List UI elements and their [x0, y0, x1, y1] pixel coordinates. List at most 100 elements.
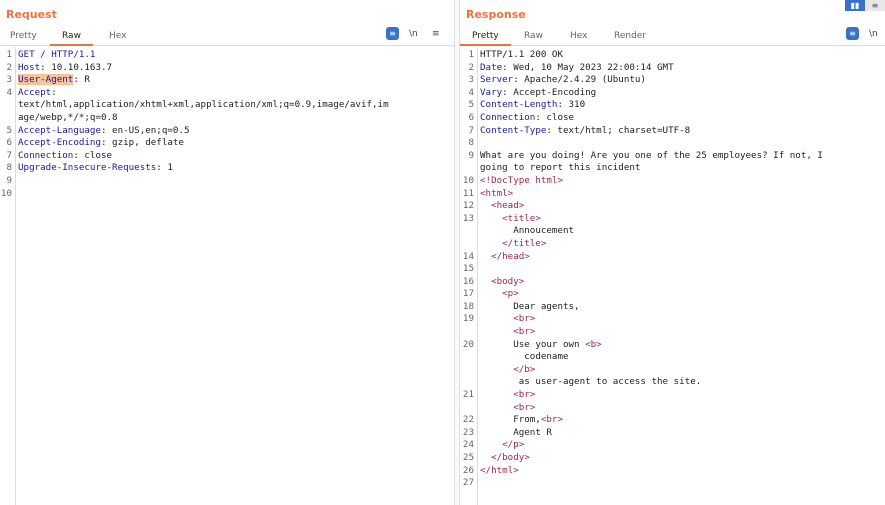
response-header-name: Server — [480, 74, 514, 86]
request-header-value: : en-US,en;q=0.5 — [100, 124, 190, 136]
response-tab-raw[interactable]: Raw — [524, 31, 543, 41]
response-line-number — [460, 364, 474, 377]
response-code-line: What are you doing! Are you one of the 2… — [480, 150, 823, 163]
response-tab-pretty[interactable]: Pretty — [460, 30, 511, 46]
response-header-name: Connection — [480, 111, 536, 123]
response-line-number: 5 — [468, 99, 474, 111]
response-code-line: </body> — [480, 452, 823, 465]
request-code-line: Accept: — [18, 87, 389, 100]
response-header-name: Content-Type — [480, 124, 547, 136]
response-text: as user-agent to access the site. — [480, 376, 702, 388]
request-tab-raw[interactable]: Raw — [50, 30, 93, 46]
response-line-number: 11 — [462, 187, 474, 199]
response-line-number: 20 — [462, 338, 474, 350]
request-line-number: 4 — [6, 86, 12, 98]
response-line-number — [460, 238, 474, 251]
response-code-line: <body> — [480, 276, 823, 289]
request-header-name: Accept — [18, 86, 52, 98]
response-code-line: <br> — [480, 326, 823, 339]
response-code-line — [480, 263, 823, 276]
request-line-number: 5 — [6, 124, 12, 136]
response-code-line: Content-Length: 310 — [480, 99, 823, 112]
request-code-line: Upgrade-Insecure-Requests: 1 — [18, 162, 389, 175]
request-line-number: 2 — [6, 61, 12, 73]
response-code-line: </head> — [480, 251, 823, 264]
html-tag: <head> — [480, 200, 525, 212]
request-header-value: age/webp,*/*;q=0.8 — [18, 111, 118, 123]
response-line-number: 21 — [462, 389, 474, 401]
request-tab-hex[interactable]: Hex — [109, 31, 127, 41]
request-header-name: Connection — [18, 149, 74, 161]
request-code-line: text/html,application/xhtml+xml,applicat… — [18, 99, 389, 112]
html-tag: </html> — [480, 464, 519, 476]
request-code-line: Accept-Language: en-US,en;q=0.5 — [18, 125, 389, 138]
list-layout-icon[interactable]: ≡ — [865, 0, 885, 11]
html-text: From, — [480, 414, 541, 426]
request-tab-pretty[interactable]: Pretty — [10, 31, 37, 41]
split-layout-icon[interactable]: ▮▮ — [845, 0, 865, 11]
response-header-name: Date — [480, 61, 503, 73]
request-line-number: 10 — [0, 187, 12, 199]
response-line-number: 3 — [468, 74, 474, 86]
pane-divider[interactable] — [454, 0, 460, 505]
response-tab-hex[interactable]: Hex — [570, 31, 588, 41]
response-code-line: Use your own <b> — [480, 339, 823, 352]
response-line-number: 14 — [462, 250, 474, 262]
response-code-line: <head> — [480, 200, 823, 213]
html-tag: <br> — [480, 313, 536, 325]
request-header-name: GET / HTTP/1.1 — [18, 49, 96, 60]
html-tag: <p> — [480, 288, 519, 300]
request-code-line: GET / HTTP/1.1 — [18, 49, 389, 62]
request-header-name: User-Agent — [18, 74, 74, 86]
html-tag: <b> — [585, 338, 602, 350]
request-header-value: : R — [73, 74, 90, 86]
response-line-number — [460, 402, 474, 415]
html-tag: <html> — [480, 187, 514, 199]
response-code-line: Dear agents, — [480, 301, 823, 314]
html-tag: <body> — [480, 275, 525, 287]
layout-toggle: ▮▮ ≡ — [845, 0, 885, 11]
request-header-value: : 1 — [156, 162, 173, 174]
response-text: going to report this incident — [480, 162, 641, 174]
response-header-value: : Apache/2.4.29 (Ubuntu) — [513, 74, 646, 86]
response-text: Agent R — [480, 426, 552, 438]
response-code-line: Date: Wed, 10 May 2023 22:00:14 GMT — [480, 62, 823, 75]
request-menu-icon[interactable]: ≡ — [432, 29, 440, 39]
response-code-line: Connection: close — [480, 112, 823, 125]
response-line-number — [460, 326, 474, 339]
request-code-line — [18, 188, 389, 201]
request-header-name: Host — [18, 61, 41, 73]
response-newline-toggle[interactable]: \n — [869, 29, 878, 39]
request-header-name: Accept-Encoding — [18, 137, 101, 149]
request-code-line: Host: 10.10.163.7 — [18, 62, 389, 75]
request-line-number — [0, 99, 12, 112]
html-tag: </b> — [480, 363, 536, 375]
html-tag: </head> — [480, 250, 530, 262]
request-newline-toggle[interactable]: \n — [409, 29, 418, 39]
request-line-number: 3 — [6, 74, 12, 86]
request-line-number: 8 — [6, 162, 12, 174]
response-code-line: going to report this incident — [480, 162, 823, 175]
response-tab-render[interactable]: Render — [614, 31, 647, 41]
response-code-line: Agent R — [480, 427, 823, 440]
response-code-line — [480, 137, 823, 150]
html-tag: <br> — [480, 389, 536, 401]
request-line-number: 6 — [6, 137, 12, 149]
response-code-line: <br> — [480, 313, 823, 326]
response-code-line: Server: Apache/2.4.29 (Ubuntu) — [480, 74, 823, 87]
response-code-line: Content-Type: text/html; charset=UTF-8 — [480, 125, 823, 138]
request-actions-icon[interactable]: ≡ — [386, 27, 399, 40]
request-header-name: Accept-Language — [18, 124, 101, 136]
response-text: Annoucement — [480, 225, 575, 237]
response-actions-icon[interactable]: ≡ — [846, 27, 859, 40]
request-title: Request — [6, 8, 57, 21]
response-code-line — [480, 477, 823, 490]
response-code-line: </title> — [480, 238, 823, 251]
response-header-value: : Wed, 10 May 2023 22:00:14 GMT — [502, 61, 674, 73]
response-code-line: Vary: Accept-Encoding — [480, 87, 823, 100]
